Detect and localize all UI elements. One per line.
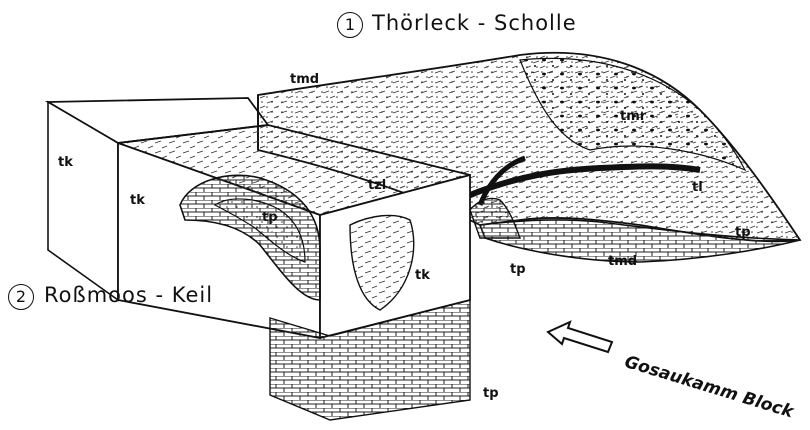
- unit-label-tmd-lower: tmd: [608, 254, 637, 269]
- push-arrow: [548, 322, 612, 352]
- unit-label-tzl: tzl: [368, 178, 386, 193]
- unit-label-tl: tl: [692, 180, 703, 195]
- unit-label-tp-tip: tp: [735, 225, 751, 240]
- unit-label-tmr: tmr: [620, 109, 646, 124]
- unit-label-tp-fold: tp: [262, 210, 278, 225]
- unit-label-tp-lower: tp: [510, 262, 526, 277]
- block2-number-badge: 2: [8, 284, 34, 310]
- unit-label-tmd-top: tmd: [290, 72, 319, 87]
- unit-label-tk-left: tk: [58, 155, 73, 170]
- unit-label-tk-mid: tk: [130, 193, 145, 208]
- unit-label-tp-base: tp: [483, 386, 499, 401]
- block2-title: Roßmoos - Keil: [44, 283, 213, 307]
- block1-title: Thörleck - Scholle: [372, 11, 577, 35]
- block1-number-badge: 1: [337, 12, 363, 38]
- unit-label-tk-front: tk: [415, 268, 430, 283]
